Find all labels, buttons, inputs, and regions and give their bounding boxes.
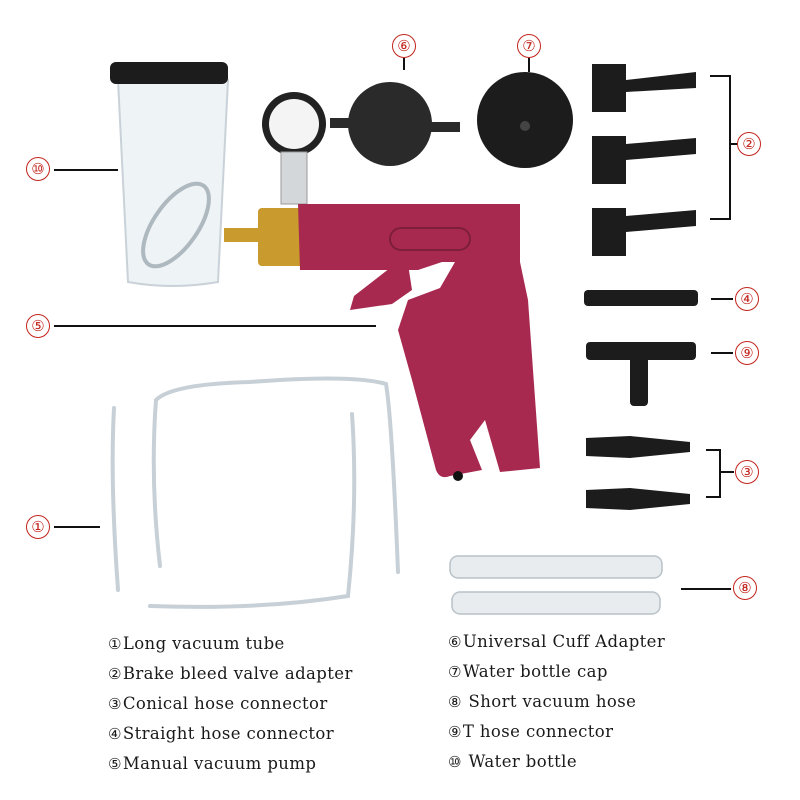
legend-number: ⑥ <box>448 633 462 651</box>
legend-item-2: ②Brake bleed valve adapter <box>108 664 353 683</box>
legend-item-8: ⑧ Short vacuum hose <box>448 692 636 711</box>
legend-number: ② <box>108 665 122 683</box>
brake-bleed-adapters-image <box>592 64 696 256</box>
callout-badge-1: ① <box>26 515 50 539</box>
legend-number: ⑩ <box>448 753 462 771</box>
legend-item-3: ③Conical hose connector <box>108 694 328 713</box>
legend-label: Brake bleed valve adapter <box>122 664 353 683</box>
legend-number: ④ <box>108 725 122 743</box>
legend-label: Conical hose connector <box>122 694 328 713</box>
callout-badge-3: ③ <box>735 460 759 484</box>
legend-number: ① <box>108 635 122 653</box>
short-vacuum-hose-image <box>449 555 663 615</box>
callout-1-line <box>54 526 100 528</box>
legend-item-1: ①Long vacuum tube <box>108 634 285 653</box>
legend-label: Water bottle cap <box>462 662 608 681</box>
legend-item-5: ⑤Manual vacuum pump <box>108 754 316 773</box>
legend-item-6: ⑥Universal Cuff Adapter <box>448 632 665 651</box>
callout-brackets <box>706 75 738 498</box>
legend-label: Manual vacuum pump <box>122 754 317 773</box>
legend-label: Straight hose connector <box>122 724 334 743</box>
legend-item-10: ⑩ Water bottle <box>448 752 577 771</box>
water-bottle-image <box>110 62 230 287</box>
legend-item-4: ④Straight hose connector <box>108 724 334 743</box>
legend-item-7: ⑦Water bottle cap <box>448 662 608 681</box>
callout-9-line <box>711 352 733 354</box>
cuff-adapter-image <box>330 82 460 166</box>
callout-badge-9: ⑨ <box>735 341 759 365</box>
legend-item-9: ⑨T hose connector <box>448 722 613 741</box>
legend-label: Short vacuum hose <box>462 692 637 711</box>
vacuum-pump-image <box>224 204 540 481</box>
callout-8-line <box>681 588 731 590</box>
vacuum-gauge-image <box>262 92 326 205</box>
callout-badge-5: ⑤ <box>26 314 50 338</box>
callout-badge-10: ⑩ <box>26 157 50 181</box>
callout-badge-2: ② <box>737 132 761 156</box>
callout-badge-7: ⑦ <box>517 34 541 58</box>
legend-number: ③ <box>108 695 122 713</box>
legend-label: Universal Cuff Adapter <box>462 632 666 651</box>
legend-number: ⑧ <box>448 693 462 711</box>
straight-connector-image <box>584 290 698 306</box>
callout-badge-8: ⑧ <box>733 576 757 600</box>
callout-5-line <box>54 325 376 327</box>
callout-badge-4: ④ <box>735 287 759 311</box>
callout-10-line <box>54 169 118 171</box>
legend-number: ⑨ <box>448 723 462 741</box>
callout-6-line <box>403 58 405 70</box>
callout-7-line <box>528 58 530 72</box>
legend-number: ⑤ <box>108 755 122 773</box>
callout-badge-6: ⑥ <box>392 34 416 58</box>
legend-label: Water bottle <box>462 752 577 771</box>
legend-number: ⑦ <box>448 663 462 681</box>
legend-label: Long vacuum tube <box>122 634 285 653</box>
long-vacuum-tube-image <box>110 376 400 609</box>
conical-connectors-image <box>586 436 690 510</box>
water-bottle-cap-image <box>477 72 573 168</box>
legend-label: T hose connector <box>462 722 614 741</box>
t-connector-image <box>586 342 696 406</box>
callout-4-line <box>711 298 733 300</box>
